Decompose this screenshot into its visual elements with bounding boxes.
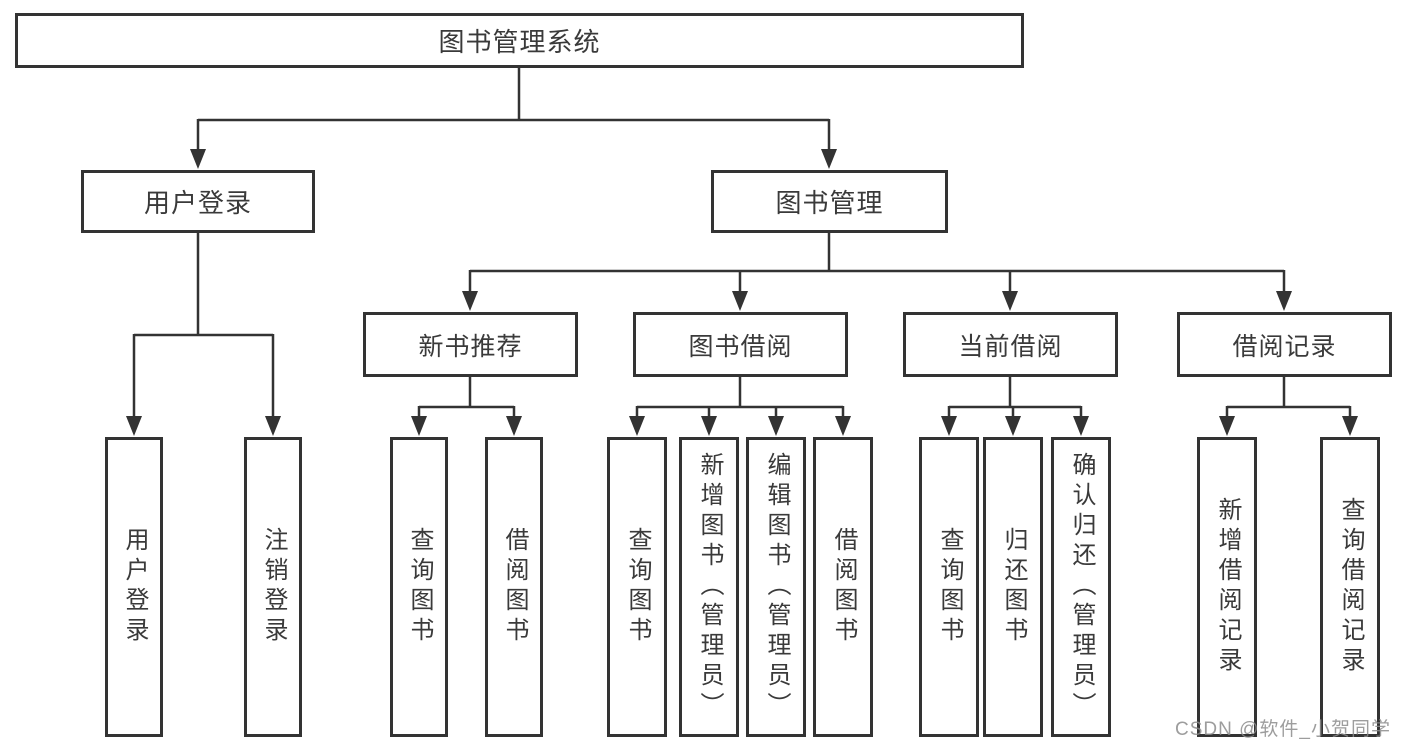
node-library-system: 图书管理系统 [15,13,1024,68]
leaf-user-login: 用户登录 [105,437,163,737]
leaf-borrow-books: 借阅图书 [813,437,873,737]
node-book-management: 图书管理 [711,170,948,233]
csdn-watermark: CSDN @软件_小贺同学 [1175,719,1391,740]
node-book-borrow: 图书借阅 [633,312,848,377]
node-borrow-records: 借阅记录 [1177,312,1392,377]
arrowheads [126,149,1358,436]
node-new-book-recommend: 新书推荐 [363,312,578,377]
leaf-logout-login: 注销登录 [244,437,302,737]
node-current-borrow: 当前借阅 [903,312,1118,377]
node-current-borrow-label: 当前借阅 [958,332,1063,361]
leaf-borrow-books-recommend: 借阅图书 [485,437,543,737]
node-book-borrow-label: 图书借阅 [688,332,793,361]
leaf-query-books-current: 查询图书 [919,437,979,737]
leaf-add-books-admin: 新增图书（管理员） [679,437,739,737]
node-borrow-records-label: 借阅记录 [1232,332,1337,361]
node-new-book-recommend-label: 新书推荐 [418,332,523,361]
node-library-system-label: 图书管理系统 [438,27,601,57]
leaf-query-books-borrow: 查询图书 [607,437,667,737]
node-user-login: 用户登录 [81,170,315,233]
leaf-edit-books-admin: 编辑图书（管理员） [746,437,806,737]
node-book-management-label: 图书管理 [775,188,884,218]
leaf-confirm-return-admin: 确认归还（管理员） [1051,437,1111,737]
leaf-return-books: 归还图书 [983,437,1043,737]
leaf-add-borrow-record: 新增借阅记录 [1197,437,1257,737]
leaf-query-books-recommend: 查询图书 [390,437,448,737]
node-user-login-label: 用户登录 [143,188,252,218]
leaf-query-borrow-record: 查询借阅记录 [1320,437,1380,737]
